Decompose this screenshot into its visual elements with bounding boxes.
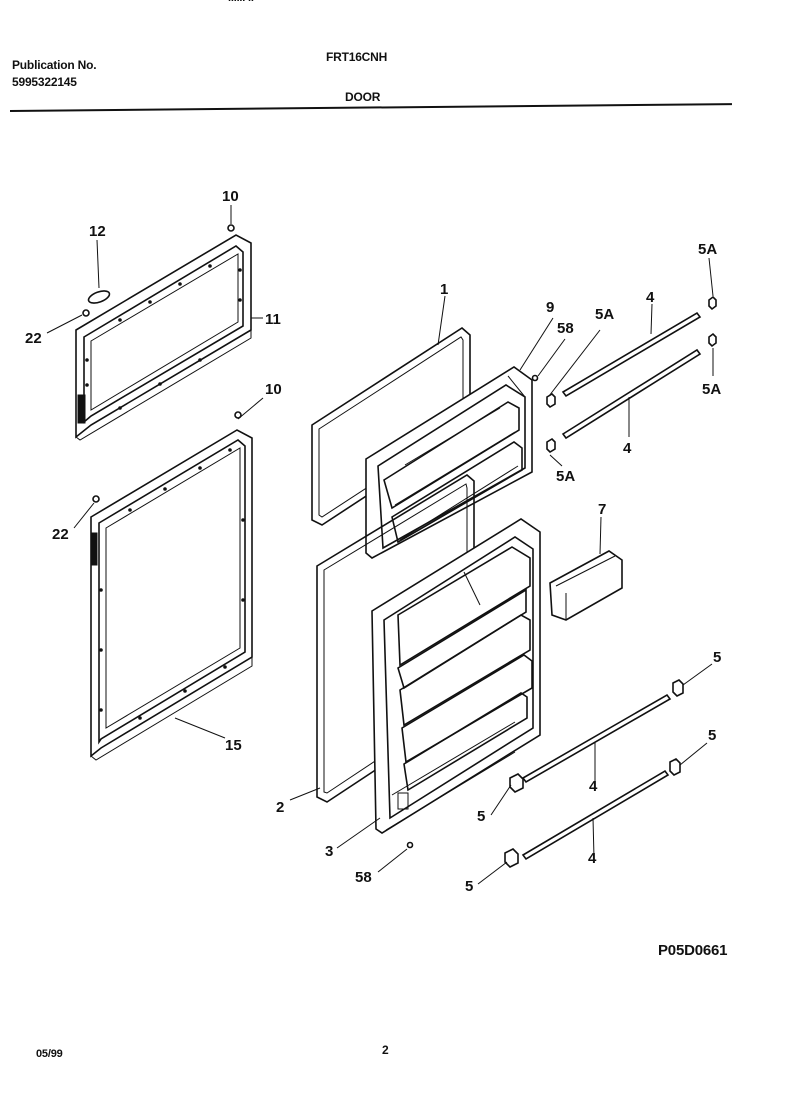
footer-date: 05/99 [36, 1048, 63, 1060]
fresh-food-outer-panel [90, 429, 253, 761]
callout-22: 22 [52, 526, 69, 543]
callout-5a: 5A [556, 468, 575, 485]
callout-4: 4 [588, 850, 597, 867]
model-number: FRT16CNH [326, 50, 388, 64]
fresh-food-door-liner [371, 518, 541, 834]
page-number: 2 [382, 1043, 389, 1057]
publication-label: Publication No. [12, 58, 97, 72]
screw-icon [82, 309, 90, 317]
callout-4: 4 [623, 440, 632, 457]
callout-22: 22 [25, 330, 42, 347]
callout-labels: 10 12 22 11 10 22 15 1 9 58 5A 4 5A 5A 4… [25, 188, 721, 895]
rail-end-clip [669, 758, 681, 776]
callout-10: 10 [265, 381, 282, 398]
screw-icon [92, 495, 100, 503]
callout-4: 4 [646, 289, 655, 306]
label-oval [87, 290, 111, 304]
callout-5: 5 [708, 727, 716, 744]
callout-5a: 5A [595, 306, 614, 323]
shelf-end-cap-5a [546, 437, 556, 454]
callout-5: 5 [477, 808, 485, 825]
door-rail [521, 769, 670, 861]
callout-4: 4 [589, 778, 598, 795]
door-rail [521, 693, 672, 784]
callout-5a: 5A [698, 241, 717, 258]
dairy-compartment-door [549, 550, 623, 621]
callout-11: 11 [265, 311, 281, 328]
callout-10: 10 [222, 188, 239, 205]
callout-5: 5 [465, 878, 473, 895]
screw-icon [234, 411, 242, 419]
rail-end-clip [504, 848, 519, 868]
callout-2: 2 [276, 799, 284, 816]
shelf-end-cap-5a [708, 295, 717, 311]
screw-icon [531, 374, 539, 382]
shelf-rail [561, 311, 702, 398]
shelf-end-cap-5a [546, 392, 556, 409]
shelf-end-cap-5a [708, 332, 717, 348]
shelf-rail [561, 348, 702, 440]
publication-number: 5995322145 [12, 75, 77, 89]
callout-1: 1 [440, 281, 448, 298]
rail-end-clip [509, 773, 524, 793]
top-clipped-text: ...... .. [228, 0, 254, 4]
callout-58: 58 [355, 869, 372, 886]
callout-12: 12 [89, 223, 106, 240]
screw-icon [227, 224, 235, 232]
callout-5: 5 [713, 649, 721, 666]
callout-9: 9 [546, 299, 554, 316]
screw-icon [406, 841, 414, 849]
rail-end-clip [672, 679, 684, 697]
callout-58: 58 [557, 320, 574, 337]
callout-3: 3 [325, 843, 333, 860]
drawing-code: P05D0661 [658, 942, 728, 959]
callout-5a: 5A [702, 381, 721, 398]
freezer-outer-panel [75, 234, 252, 441]
callout-7: 7 [598, 501, 606, 518]
section-title: DOOR [345, 90, 381, 104]
callout-15: 15 [225, 737, 242, 754]
